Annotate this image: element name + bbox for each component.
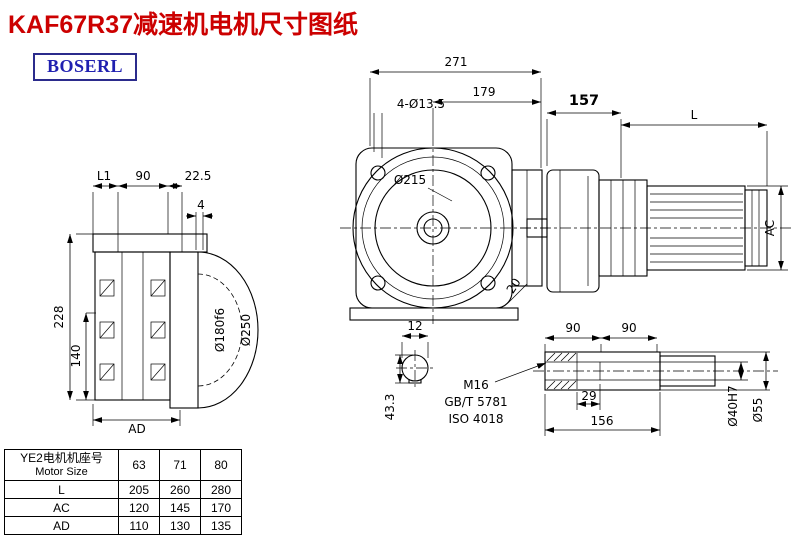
standard-iso: ISO 4018 (449, 412, 504, 426)
dim-12: 12 (407, 319, 422, 333)
dim-43-3: 43.3 (383, 394, 397, 421)
dim-29: 29 (581, 389, 596, 403)
dim-180f6: Ø180f6 (213, 308, 227, 352)
header-en: Motor Size (35, 465, 88, 478)
dim-4: 4 (197, 198, 205, 212)
row-label-AC: AC (4, 498, 119, 518)
table-row-AD: AD 110 130 135 (4, 516, 242, 536)
dim-55: Ø55 (751, 398, 765, 423)
row-label-AD: AD (4, 516, 119, 536)
header-label-cell: YE2电机机座号 Motor Size (4, 448, 119, 482)
key-section-view: 12 43.3 (383, 319, 434, 420)
dim-140: 140 (69, 345, 83, 368)
dim-AC: AC (763, 220, 777, 236)
thread-callout: M16 (463, 378, 489, 392)
shaft-detail-view: 90 90 M16 GB/T 5781 ISO 4018 29 156 Ø40H… (444, 321, 778, 436)
motor-size-table: YE2电机机座号 Motor Size 63 71 80 L 205 260 2… (4, 448, 242, 536)
AD-71: 130 (159, 516, 201, 536)
left-view: L1 90 22.5 4 (52, 169, 259, 436)
dim-179: 179 (473, 85, 496, 99)
dim-228: 228 (52, 306, 66, 329)
dim-215: Ø215 (394, 173, 426, 187)
dim-L: L (691, 108, 698, 122)
dim-250: Ø250 (239, 314, 253, 346)
size-col-1: 63 (118, 448, 160, 482)
page-title: KAF67R37减速机电机尺寸图纸 (8, 11, 359, 39)
size-col-2: 71 (159, 448, 201, 482)
dim-AD: AD (128, 422, 145, 436)
AD-63: 110 (118, 516, 160, 536)
dim-L1: L1 (97, 169, 111, 183)
L-63: 205 (118, 480, 160, 500)
front-view: 271 179 4-Ø13.5 Ø215 20 (340, 55, 548, 324)
AD-80: 135 (200, 516, 242, 536)
AC-63: 120 (118, 498, 160, 518)
dim-156: 156 (591, 414, 614, 428)
dim-90a: 90 (565, 321, 580, 335)
bolt-holes-callout: 4-Ø13.5 (397, 97, 445, 111)
table-header-row: YE2电机机座号 Motor Size 63 71 80 (4, 448, 242, 482)
AC-71: 145 (159, 498, 201, 518)
dim-20: 20 (504, 276, 524, 296)
L-71: 260 (159, 480, 201, 500)
size-col-3: 80 (200, 448, 242, 482)
standard-gbt: GB/T 5781 (444, 395, 507, 409)
dim-40H7: Ø40H7 (726, 385, 740, 426)
dim-157: 157 (569, 93, 599, 109)
brand-logo: BOSERL (33, 53, 138, 81)
header-cn: YE2电机机座号 (20, 451, 103, 465)
side-view: 157 L AC (520, 93, 792, 293)
L-80: 280 (200, 480, 242, 500)
dim-22-5: 22.5 (185, 169, 212, 183)
dim-90b: 90 (621, 321, 636, 335)
table-row-AC: AC 120 145 170 (4, 498, 242, 518)
dim-90-left: 90 (135, 169, 150, 183)
AC-80: 170 (200, 498, 242, 518)
row-label-L: L (4, 480, 119, 500)
dim-271: 271 (445, 55, 468, 69)
table-row-L: L 205 260 280 (4, 480, 242, 500)
